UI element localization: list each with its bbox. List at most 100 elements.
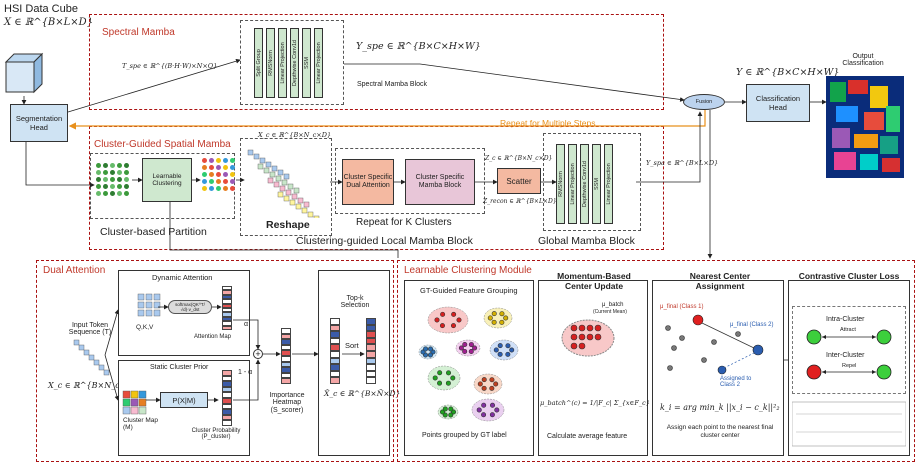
grid-dot — [209, 172, 214, 177]
grid-dot — [216, 158, 221, 163]
gt-point — [499, 311, 505, 317]
global-bar-label: Depthwise Conv1d — [581, 160, 588, 208]
topk-right-cell — [366, 370, 376, 378]
grid-dot — [230, 186, 235, 191]
spectral-bar-2: Linear Projection — [278, 28, 287, 98]
dual-xc-label: X_c ∈ ℝ^{B×N_c×D} — [48, 381, 138, 390]
grid-dot — [202, 186, 207, 191]
topk-right-cell — [366, 331, 376, 338]
attention-cell — [222, 321, 232, 326]
momentum-cluster-plot — [561, 319, 615, 357]
gt-point — [468, 348, 474, 354]
grid-dot — [110, 163, 115, 168]
momentum-point — [578, 333, 586, 341]
qkv-label: Q,K,V — [136, 324, 154, 331]
momentum-point — [586, 324, 594, 332]
grid-dot — [103, 177, 108, 182]
data-point — [671, 345, 677, 351]
token — [145, 301, 153, 309]
gt-group — [489, 339, 519, 361]
contrastive-title: Contrastive Cluster Loss — [798, 271, 900, 281]
contrastive-nodes — [806, 329, 892, 380]
token — [253, 153, 260, 160]
grid-dot — [96, 177, 101, 182]
token — [247, 149, 254, 156]
momentum-point — [586, 333, 594, 341]
attention-cell — [222, 312, 232, 317]
token — [93, 359, 100, 366]
topk-right-cell — [366, 357, 376, 365]
global-bar-2: Depthwise Conv1d — [580, 144, 589, 224]
grid-dot — [223, 165, 228, 170]
probability-cell — [222, 409, 232, 415]
grid-dot — [96, 163, 101, 168]
data-point — [679, 335, 685, 341]
cluster-guided-title: Cluster-Guided Spatial Mamba — [94, 139, 231, 150]
grid-dot — [202, 172, 207, 177]
spectral-t-label: T_spe ∈ ℝ^{(B·H·W)×N×Q} — [122, 62, 218, 70]
repeat-k-label: Repeat for K Clusters — [356, 217, 452, 228]
token — [122, 390, 131, 399]
probability-cell — [222, 386, 232, 393]
momentum-panel — [538, 280, 648, 456]
token — [138, 406, 147, 415]
token — [301, 207, 308, 214]
grid-dot — [103, 184, 108, 189]
xc-label: X_c ∈ ℝ^{B×N_c×D} — [258, 131, 332, 139]
gt-point — [462, 342, 468, 348]
yspa-label: Y_spa ∈ ℝ^{B×L×D} — [646, 159, 719, 167]
probability-cell — [222, 403, 232, 410]
cluster-map-label: Cluster Map (M) — [123, 417, 159, 431]
gt-point — [493, 381, 499, 387]
token — [267, 177, 274, 184]
token — [130, 406, 139, 415]
importance-cell — [281, 350, 291, 356]
grid-dot — [124, 177, 129, 182]
probability-cell — [222, 381, 232, 387]
grid-dot — [223, 186, 228, 191]
token — [153, 301, 161, 309]
topk-left-cell — [330, 344, 340, 351]
data-point — [665, 325, 671, 331]
gt-point — [476, 407, 482, 413]
token — [137, 293, 145, 301]
topk-right-cell — [366, 337, 376, 345]
attention-cell — [222, 294, 232, 300]
momentum-point — [578, 342, 586, 350]
probability-cell — [222, 370, 232, 376]
token — [307, 211, 314, 218]
grid-dot — [96, 170, 101, 175]
grid-dot — [202, 179, 207, 184]
one-minus-alpha-label: 1 - α — [238, 369, 253, 376]
spectral-bar-5: Linear Projection — [314, 28, 323, 98]
probability-cell — [222, 420, 232, 426]
grid-dot — [110, 170, 115, 175]
probability-cell — [222, 375, 232, 382]
grid-dot — [223, 179, 228, 184]
input-tokens-icon — [73, 339, 110, 376]
gt-point — [434, 317, 440, 323]
token — [269, 171, 276, 178]
dual-attention-title: Dual Attention — [43, 265, 106, 276]
grid-dot — [103, 170, 108, 175]
token — [283, 195, 290, 202]
center-1 — [692, 314, 704, 326]
softmax-node: softmax(QK^T/√d)·v_dst — [168, 300, 212, 314]
gt-point — [481, 385, 487, 391]
topk-right-cell — [366, 318, 376, 325]
gt-point — [497, 351, 503, 357]
probability-cell — [222, 398, 232, 404]
gt-point — [432, 375, 438, 381]
token — [98, 364, 105, 371]
output-y-label: Y ∈ ℝ^{B×C×H×W} — [736, 67, 840, 78]
output-title: Output Classification — [842, 53, 884, 68]
spectral-bar-label: Split Group — [255, 49, 262, 77]
mu-final-2-label: μ_final (Class 2) — [730, 322, 774, 328]
global-block-label: Global Mamba Block — [538, 235, 635, 247]
learnable-clustering-box: Learnable Clustering — [142, 158, 192, 202]
gt-point — [458, 345, 464, 351]
repel-label: Repel — [842, 363, 857, 369]
classification-map-image — [826, 76, 904, 178]
gt-point — [427, 352, 433, 358]
